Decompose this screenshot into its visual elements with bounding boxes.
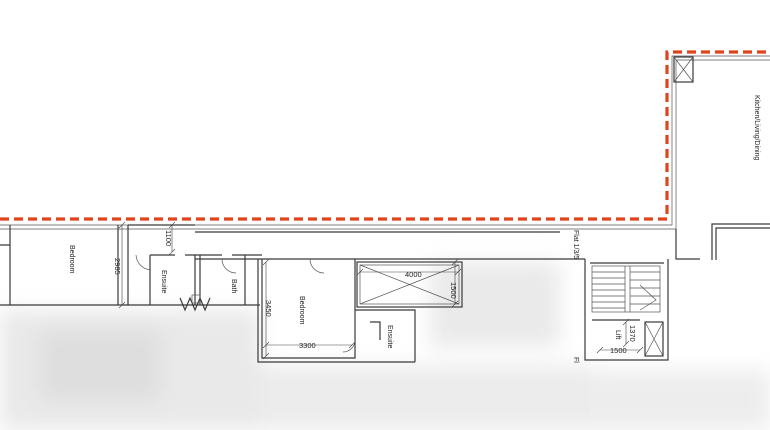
bath-label: Bath <box>230 279 237 294</box>
dim-4000-text: 4000 <box>405 270 422 279</box>
dim-1500-horizontal <box>596 346 644 354</box>
stair-core <box>584 259 669 361</box>
bedroom-mid <box>257 258 416 363</box>
lift-label: Lift <box>614 330 621 339</box>
blurred-region <box>0 262 770 430</box>
dim-1100 <box>168 221 176 256</box>
dim-1500-horizontal-text: 1500 <box>610 346 627 355</box>
shaft-top <box>673 56 694 83</box>
ensuite-mid-label: Ensuite <box>386 325 393 348</box>
flat-label: Flat 1/3/5 <box>572 230 579 259</box>
flat-boundary-line <box>0 50 770 221</box>
bedroom-left-label: Bedroom <box>68 245 75 274</box>
dim-1370-text: 1370 <box>628 325 637 342</box>
dim-1500-vertical-text: 1500 <box>449 282 458 299</box>
dim-4000 <box>356 268 462 276</box>
fl-label: Fl <box>572 357 579 363</box>
dim-3300 <box>262 341 356 349</box>
right-stair-outline <box>711 223 770 260</box>
dim-2985 <box>118 221 126 309</box>
void-crossed <box>356 261 463 308</box>
ensuite-bath-block <box>128 224 262 312</box>
dim-3300-text: 3300 <box>299 341 316 350</box>
dim-2985-text: 2985 <box>113 258 122 275</box>
dim-3450-text: 3450 <box>264 300 273 317</box>
dim-1500-vertical <box>451 258 459 308</box>
dim-1370 <box>622 318 630 348</box>
ensuite-left-label: Ensuite <box>160 270 167 293</box>
bedroom-left <box>0 225 129 306</box>
corridor-walls <box>0 55 770 260</box>
kitchen-label: Kitchen/Living/Dining <box>753 95 760 160</box>
dim-1100-text: 1100 <box>164 230 173 246</box>
bedroom-mid-label: Bedroom <box>298 296 305 325</box>
dim-3450 <box>262 258 270 360</box>
